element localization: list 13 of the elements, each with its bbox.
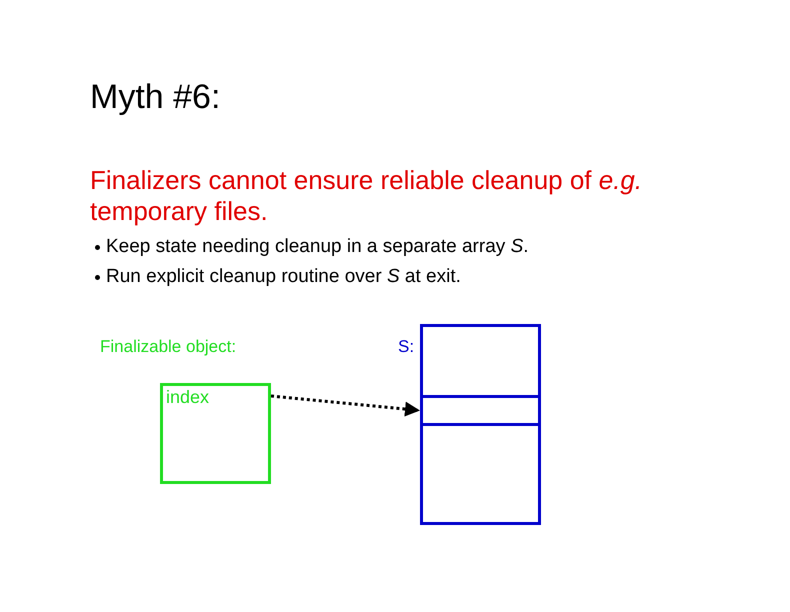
bullet-text: Run explicit cleanup routine over S at exit. [106,266,461,288]
array-cell [420,423,541,525]
object-box [160,383,271,484]
slide-title: Myth #6: [90,78,220,117]
array-cell [420,395,541,426]
array-label: S: [398,337,414,357]
object-label: Finalizable object: [100,337,236,357]
bullet-text: Keep state needing cleanup in a separate array S. [106,236,529,258]
arrow [270,394,420,416]
array-box [420,324,541,525]
array-cell [420,324,541,398]
field-name: index [166,387,210,408]
statement-text: Finalizers cannot ensure reliable cleanup of e.g. temporary files. [90,165,644,227]
